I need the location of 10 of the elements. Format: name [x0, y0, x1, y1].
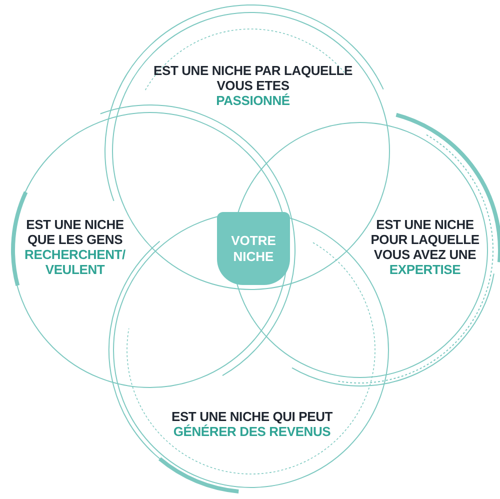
highlight-text: EXPERTISE — [388, 262, 462, 277]
badge-text: VOTRE NICHE — [230, 232, 277, 264]
highlight-text: PASSIONNÉ — [215, 93, 291, 108]
description-text: EST UNE NICHE QUE LES GENS — [25, 217, 125, 247]
description-text: EST UNE NICHE POUR LAQUELLE VOUS AVEZ UNE — [370, 217, 480, 262]
highlight-text: GÉNÉRER DES REVENUS — [172, 424, 332, 439]
centre-badge — [217, 212, 290, 285]
description-text: EST UNE NICHE PAR LAQUELLE VOUS ETES — [153, 63, 353, 93]
highlight-text: RECHERCHENT/ VEULENT — [24, 247, 126, 277]
description-text: EST UNE NICHE QUI PEUT — [170, 409, 334, 424]
